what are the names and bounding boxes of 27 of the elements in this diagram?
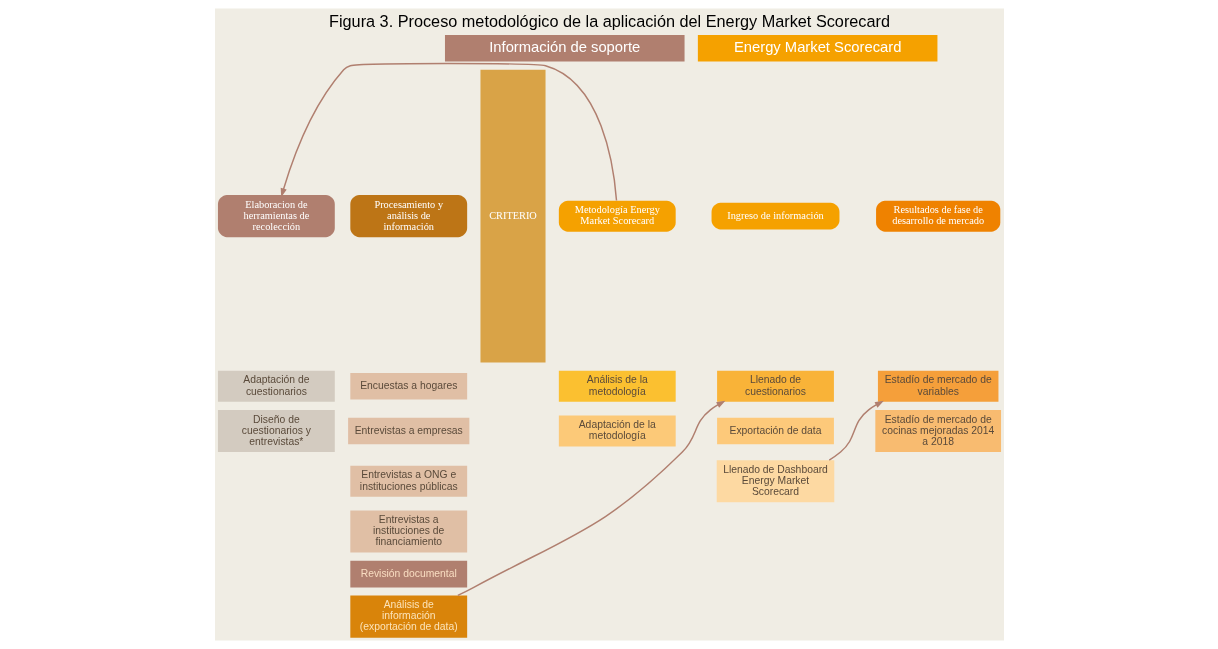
node-box: Estadío de mercado de cocinas mejoradas 2014 a 2018 — [874, 409, 1001, 453]
node-box: Análisis de la metodología — [558, 370, 676, 402]
arrow — [280, 62, 617, 202]
node-box: Diseño de cuestionarios y entrevistas* — [217, 409, 335, 453]
node-box: Procesamiento y análisis de información — [349, 195, 467, 238]
node-box: Resultados de fase de desarrollo de mercado — [875, 200, 1000, 232]
node-box: Llenado de cuestionarios — [716, 370, 834, 402]
arrow — [827, 400, 884, 461]
node-box: Estadío de mercado de variables — [877, 370, 998, 402]
node-box: Entrevistas a empresas — [347, 417, 469, 445]
node-box: Revisión documental — [349, 560, 467, 588]
node-box: Entrevistas a instituciones de financiamiento — [349, 510, 467, 553]
node-box: Llenado de Dashboard Energy Market Scorecard — [716, 460, 834, 503]
node-box: Exportación de data — [716, 417, 834, 445]
node-box: Análisis de información (exportación de data) — [349, 595, 467, 638]
arrow — [456, 400, 725, 597]
node-box: CRITERIO — [479, 69, 546, 363]
node-box: Encuestas a hogares — [349, 372, 467, 400]
node-box: Elaboracion de herramientas de recolección — [217, 195, 335, 238]
node-box: Adaptación de cuestionarios — [217, 370, 335, 402]
node-box: Adaptación de la metodología — [558, 415, 676, 447]
node-box: Información de soporte — [444, 35, 685, 62]
node-box: Ingreso de información — [711, 202, 839, 230]
diagram-title: Figura 3. Proceso metodológico de la aplicación del Energy Market Scorecard — [328, 12, 890, 31]
node-box: Metodología Energy Market Scorecard — [558, 200, 676, 232]
node-box: Entrevistas a ONG e instituciones públicas — [349, 465, 467, 497]
node-box: Energy Market Scorecard — [697, 35, 937, 62]
